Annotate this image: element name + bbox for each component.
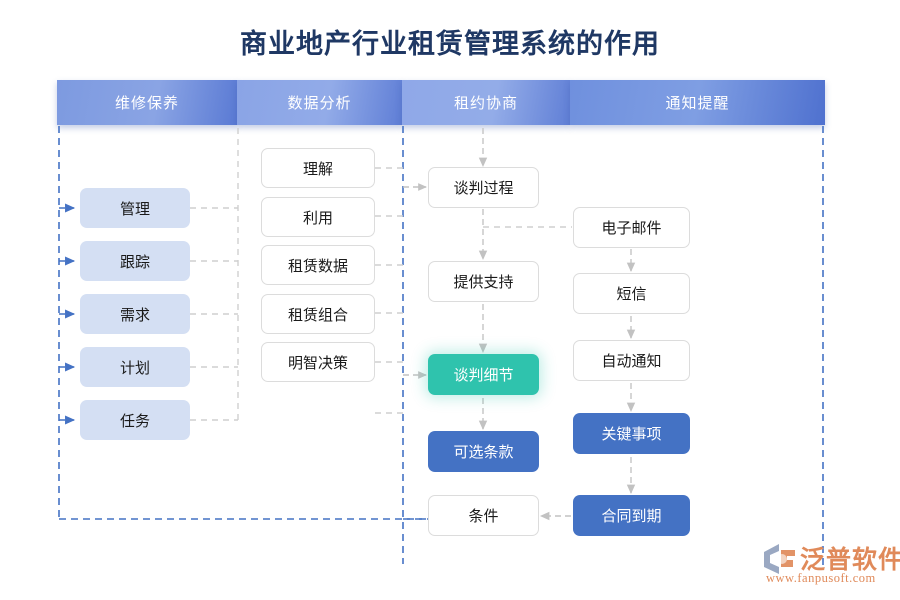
gray-links-maintenance bbox=[190, 128, 239, 421]
node-maintenance-task[interactable]: 任务 bbox=[80, 400, 190, 440]
node-maintenance-plan[interactable]: 计划 bbox=[80, 347, 190, 387]
page-title: 商业地产行业租赁管理系统的作用 bbox=[240, 29, 660, 59]
gray-links-analysis bbox=[375, 167, 403, 414]
node-negotiation-details[interactable]: 谈判细节 bbox=[428, 354, 539, 395]
gray-arrows-negotiation-in bbox=[403, 183, 427, 379]
category-header-band: 维修保养 数据分析 租约协商 通知提醒 bbox=[57, 80, 825, 125]
node-maintenance-manage[interactable]: 管理 bbox=[80, 188, 190, 228]
blue-arrows-maintenance bbox=[59, 203, 76, 425]
header-segment-maintenance[interactable]: 维修保养 bbox=[57, 80, 237, 125]
node-analysis-understand[interactable]: 理解 bbox=[261, 148, 375, 188]
node-analysis-smart-decision[interactable]: 明智决策 bbox=[261, 342, 375, 382]
node-analysis-utilize[interactable]: 利用 bbox=[261, 197, 375, 237]
node-maintenance-track[interactable]: 跟踪 bbox=[80, 241, 190, 281]
node-notification-key-items[interactable]: 关键事项 bbox=[573, 413, 690, 454]
node-negotiation-condition[interactable]: 条件 bbox=[428, 495, 539, 536]
brand-logo: 泛普软件 www.fanpusoft.com bbox=[758, 540, 900, 592]
node-notification-auto[interactable]: 自动通知 bbox=[573, 340, 690, 381]
fanpu-logo-icon bbox=[764, 544, 795, 574]
header-segment-analysis[interactable]: 数据分析 bbox=[237, 80, 402, 125]
node-notification-sms[interactable]: 短信 bbox=[573, 273, 690, 314]
logo-wordmark: 泛普软件 bbox=[800, 547, 900, 574]
node-analysis-lease-portfolio[interactable]: 租赁组合 bbox=[261, 294, 375, 334]
node-notification-contract-expiry[interactable]: 合同到期 bbox=[573, 495, 690, 536]
logo-url: www.fanpusoft.com bbox=[766, 571, 876, 585]
node-analysis-lease-data[interactable]: 租赁数据 bbox=[261, 245, 375, 285]
node-maintenance-demand[interactable]: 需求 bbox=[80, 294, 190, 334]
node-negotiation-support[interactable]: 提供支持 bbox=[428, 261, 539, 302]
node-negotiation-optional-terms[interactable]: 可选条款 bbox=[428, 431, 539, 472]
node-negotiation-process[interactable]: 谈判过程 bbox=[428, 167, 539, 208]
header-segment-notification[interactable]: 通知提醒 bbox=[570, 80, 825, 125]
node-notification-email[interactable]: 电子邮件 bbox=[573, 207, 690, 248]
header-segment-negotiation[interactable]: 租约协商 bbox=[402, 80, 570, 125]
